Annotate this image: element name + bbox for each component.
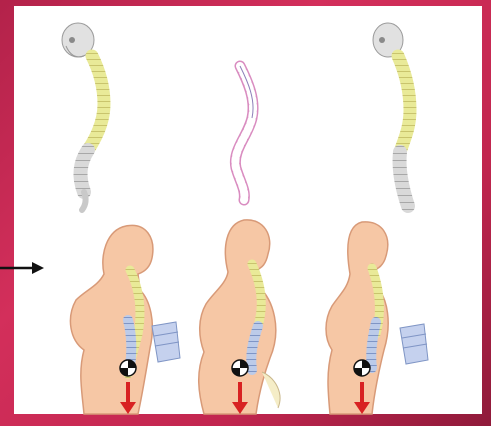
skeleton-right bbox=[373, 23, 410, 206]
body-middle bbox=[199, 220, 280, 414]
vertebra-detail-icon bbox=[152, 322, 180, 362]
vertebra-detail-icon bbox=[400, 324, 428, 364]
body-right bbox=[326, 222, 428, 414]
pointer-arrow-icon bbox=[0, 262, 44, 274]
skeleton-middle bbox=[235, 66, 253, 200]
center-of-mass-icon bbox=[354, 360, 370, 376]
center-of-mass-icon bbox=[232, 360, 248, 376]
skeleton-left bbox=[62, 23, 104, 210]
center-of-mass-icon bbox=[120, 360, 136, 376]
body-left bbox=[70, 225, 180, 414]
